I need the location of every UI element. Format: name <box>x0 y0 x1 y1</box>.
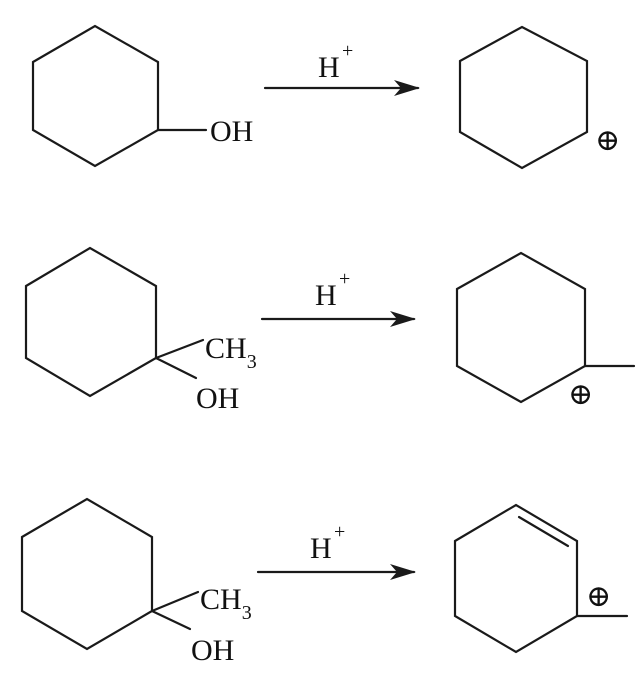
hydroxyl-label: OH <box>210 115 253 148</box>
reaction-3: CH3 OH H + ⊕ <box>20 497 629 667</box>
cation-charge-symbol: ⊕ <box>586 580 611 613</box>
hydroxyl-label: OH <box>196 382 239 415</box>
c-o-bond <box>150 609 192 631</box>
reactant-2-methylcyclohexanol: CH3 OH <box>24 246 257 415</box>
reaction-arrow-1: H + <box>263 40 420 96</box>
product-1-cyclohexyl-cation: ⊕ <box>458 25 620 170</box>
methyl-subscript: 3 <box>242 602 252 624</box>
reagent-2-charge: + <box>339 268 350 290</box>
reactant-1-cyclohexanol: OH <box>31 24 253 168</box>
reactant-3-methylcyclohexanol: CH3 OH <box>20 497 252 667</box>
reagent-3-symbol: H <box>310 532 332 565</box>
cyclohexane-ring <box>31 24 160 168</box>
product-2-methylcyclohexyl-cation: ⊕ <box>455 251 636 411</box>
cyclohexane-ring <box>455 251 587 404</box>
reagent-2-symbol: H <box>315 279 337 312</box>
cation-charge-symbol: ⊕ <box>595 124 620 157</box>
cyclohexane-ring <box>458 25 589 170</box>
methyl-label: CH3 <box>200 583 252 624</box>
reaction-1: OH H + ⊕ <box>31 24 620 170</box>
c-o-bond <box>154 356 198 380</box>
cyclohexane-ring <box>20 497 154 651</box>
product-3-methylcyclohexenyl-cation: ⊕ <box>453 503 629 654</box>
reaction-arrow-3: H + <box>256 521 416 580</box>
double-bond-inner <box>517 515 570 548</box>
reaction-2: CH3 OH H + ⊕ <box>24 246 636 415</box>
methyl-label: CH3 <box>205 332 257 373</box>
methyl-subscript: 3 <box>247 351 257 373</box>
c-ch3-bond <box>150 590 200 613</box>
cyclohexene-ring <box>453 503 579 654</box>
hydroxyl-label: OH <box>191 634 234 667</box>
cation-charge-symbol: ⊕ <box>568 378 593 411</box>
reaction-arrow-2: H + <box>260 268 416 327</box>
methyl-ch: CH <box>205 332 247 365</box>
methyl-ch: CH <box>200 583 242 616</box>
reagent-3-charge: + <box>334 521 345 543</box>
c-ch3-bond <box>154 338 205 360</box>
reagent-1-charge: + <box>342 40 353 62</box>
cyclohexane-ring <box>24 246 158 398</box>
reagent-1-symbol: H <box>318 51 340 84</box>
